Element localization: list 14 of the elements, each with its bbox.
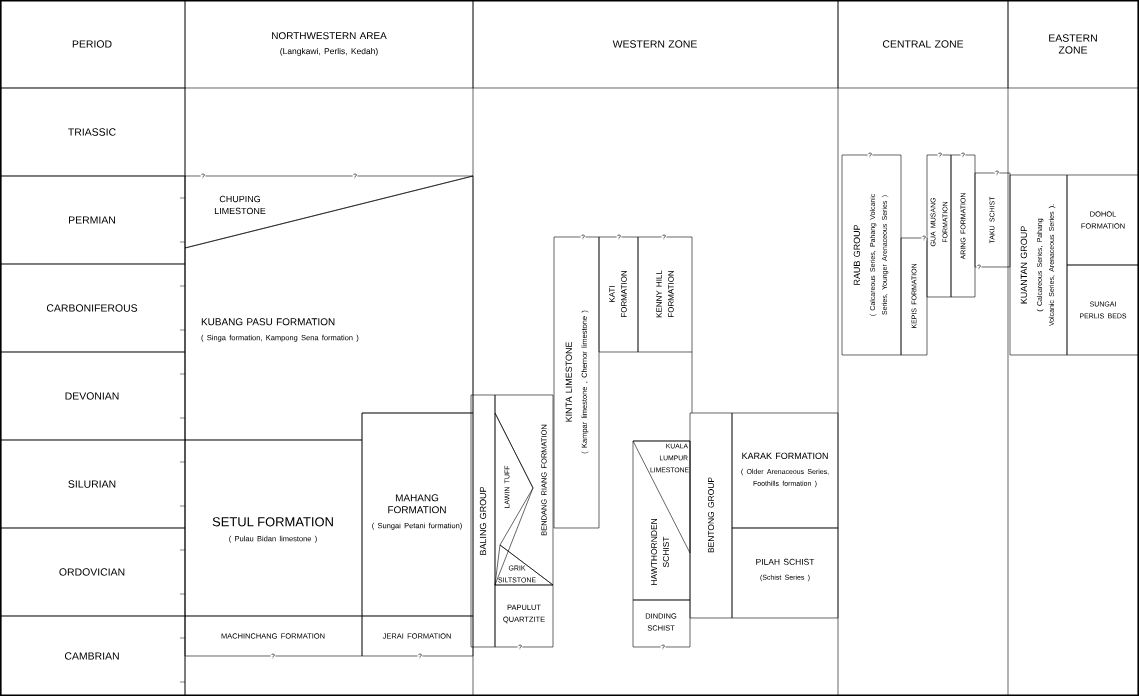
formation-box: BALING GROUP: [470, 394, 496, 648]
formation-box: BENTONG GROUP: [689, 412, 733, 619]
period-cell: CARBONIFEROUS: [0, 263, 186, 353]
period-cell: ORDOVICIAN: [0, 527, 186, 617]
period-cell: TRIASSIC: [0, 87, 186, 177]
column-header: WESTERN ZONE: [472, 0, 839, 89]
period-cell: PERMIAN: [0, 175, 186, 265]
period-cell: DEVONIAN: [0, 351, 186, 441]
column-header: PERIOD: [0, 0, 186, 89]
period-cell: CAMBRIAN: [0, 615, 186, 696]
period-cell: SILURIAN: [0, 439, 186, 529]
column-header: EASTERN ZONE: [1007, 0, 1139, 89]
column-header: NORTHWESTERN AREA (Langkawi, Perlis, Kedah): [184, 0, 474, 89]
column-header: CENTRAL ZONE: [837, 0, 1009, 89]
